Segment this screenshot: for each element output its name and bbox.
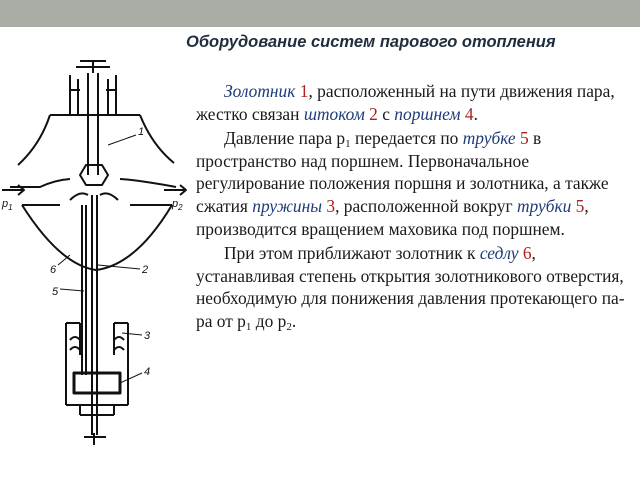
- label-p1: p1: [1, 198, 13, 212]
- body-text: Золотник 1, расположенный на пути движен…: [196, 80, 636, 335]
- text: При этом приближают золотник к: [224, 243, 480, 264]
- text: .: [291, 310, 297, 331]
- subscript: 1: [345, 138, 351, 151]
- num-5: 5: [519, 128, 529, 149]
- outlet-arrow: [164, 184, 187, 196]
- valve-body: [17, 114, 175, 166]
- text: в пространство над поршнем. Первоначальн…: [196, 128, 609, 216]
- term-porshen: поршнем: [394, 103, 461, 124]
- text: , производится вращением маховика под по…: [196, 195, 589, 239]
- paragraph-3: При этом приближают золотник к седлу 6, …: [196, 242, 636, 332]
- slide-title: Оборудование систем парового отопления: [186, 33, 556, 51]
- bottom-cap: [66, 404, 128, 416]
- text: , расположенный на пути движения пара, ж…: [196, 81, 615, 124]
- label-5: 5: [52, 286, 59, 298]
- valve-handle: [76, 60, 110, 73]
- label-1: 1: [138, 126, 144, 138]
- spring: [69, 336, 125, 351]
- subscript: 1: [245, 320, 252, 333]
- text: .: [473, 103, 478, 124]
- label-4: 4: [144, 366, 150, 378]
- num-3: 3: [326, 195, 336, 216]
- num-2: 2: [369, 103, 378, 124]
- handwheel: [84, 433, 106, 445]
- text: до р: [251, 310, 287, 331]
- upper-stem: [87, 73, 99, 175]
- text: , устанавливая степень открытия золотник…: [196, 243, 625, 331]
- label-3: 3: [144, 330, 151, 342]
- pressure-reducing-valve-diagram: p1 p2 1 2 3 4 5 6: [1, 60, 187, 445]
- term-zolotnik: Золотник: [224, 81, 296, 101]
- label-p2: p2: [171, 198, 183, 212]
- tube: [81, 205, 87, 375]
- label-2: 2: [141, 264, 148, 276]
- num-5b: 5: [575, 195, 585, 216]
- seat: [69, 192, 119, 201]
- top-bar: [0, 0, 640, 27]
- valve-disc: [79, 164, 109, 186]
- num-4: 4: [464, 103, 474, 124]
- term-trubki: трубки: [516, 195, 572, 216]
- paragraph-1: Золотник 1, расположенный на пути движен…: [196, 80, 636, 125]
- bonnet: [69, 75, 117, 115]
- term-shtok: штоком: [303, 103, 365, 124]
- num-1: 1: [299, 81, 309, 101]
- rod: [91, 195, 98, 435]
- num-6: 6: [522, 243, 532, 264]
- paragraph-2: Давление пара р1 передается по трубке 5 …: [196, 127, 636, 240]
- spring-housing: [65, 322, 129, 405]
- term-sedlo: седлу: [479, 243, 519, 264]
- text: передается по: [350, 128, 463, 149]
- inlet-arrow: [2, 184, 25, 196]
- term-pruzhina: пружины: [252, 195, 322, 216]
- text: Давление пара р: [224, 128, 346, 149]
- text: , расположенной вокруг: [335, 195, 517, 216]
- text: с: [377, 103, 395, 124]
- subscript: 2: [286, 320, 292, 333]
- label-6: 6: [50, 264, 57, 276]
- term-trubka: трубке: [462, 128, 516, 149]
